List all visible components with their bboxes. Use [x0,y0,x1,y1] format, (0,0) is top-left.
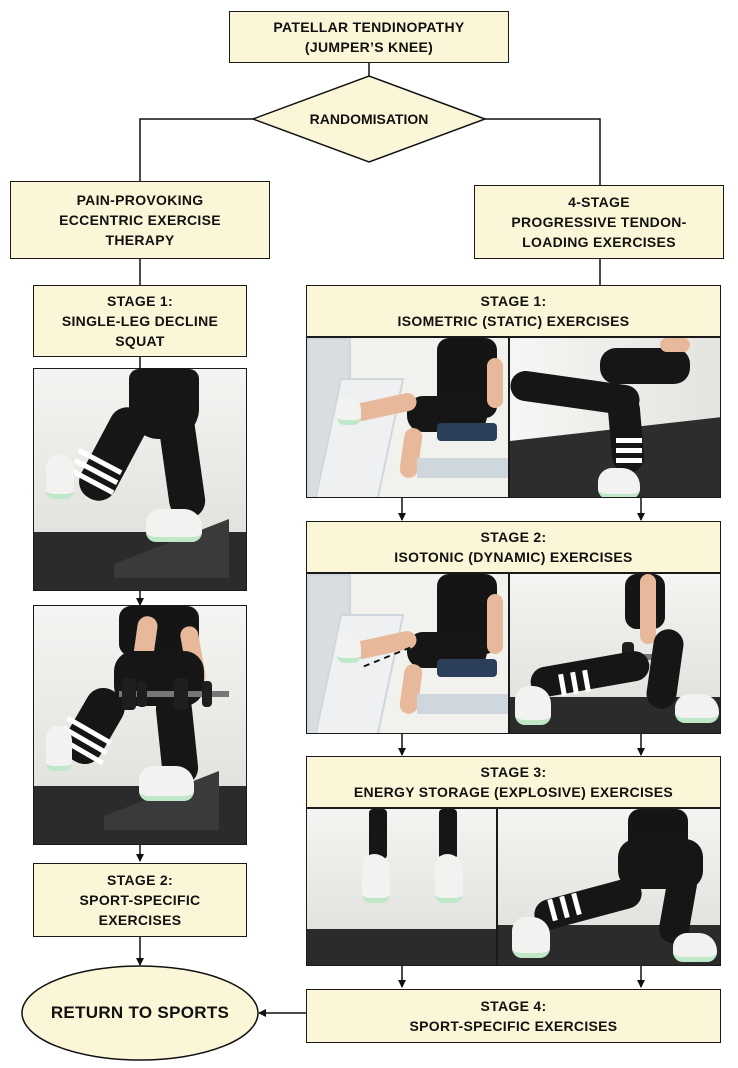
randomisation-diamond [250,75,488,163]
right-header-line1: 4-STAGE [568,194,630,210]
left-stage1-line2: SINGLE-LEG DECLINE [61,313,219,329]
left-stage2-line1: STAGE 2: [107,872,173,888]
decline-squat-photo [33,368,247,591]
right-header-line2: PROGRESSIVE TENDON- [511,214,687,230]
title-box: PATELLAR TENDINOPATHY (JUMPER’S KNEE) [229,11,509,63]
right-stage1-line2: ISOMETRIC (STATIC) EXERCISES [397,313,630,329]
right-stage4-line2: SPORT-SPECIFIC EXERCISES [409,1018,618,1034]
diamond-to-right-line [485,118,601,185]
explosive-jump-photo [306,808,497,966]
diamond-to-left-line [139,118,253,181]
right-stage3-line1: STAGE 3: [480,764,547,780]
explosive-lunge-photo [497,808,721,966]
isometric-wall-sit-photo [509,337,721,498]
right-stage3-line2: ENERGY STORAGE (EXPLOSIVE) EXERCISES [353,784,674,800]
right-stage2-line2: ISOTONIC (DYNAMIC) EXERCISES [394,549,633,565]
right-stage1-box: STAGE 1: ISOMETRIC (STATIC) EXERCISES [306,285,721,337]
left-stage2-line2: SPORT-SPECIFIC [79,892,201,908]
left-stage1-line3: SQUAT [115,333,165,349]
right-stage2-line1: STAGE 2: [480,529,547,545]
right-stage2-box: STAGE 2: ISOTONIC (DYNAMIC) EXERCISES [306,521,721,573]
isometric-leg-extension-photo [306,337,509,498]
right-stage4-box: STAGE 4: SPORT-SPECIFIC EXERCISES [306,989,721,1043]
weighted-decline-squat-photo [33,605,247,845]
left-header-line2: ECCENTRIC EXERCISE [59,212,221,228]
left-arm-header: PAIN-PROVOKING ECCENTRIC EXERCISE THERAP… [10,181,270,259]
left-header-line1: PAIN-PROVOKING [76,192,204,208]
title-line2: (JUMPER’S KNEE) [304,39,434,55]
right-stage4-line1: STAGE 4: [480,998,547,1014]
left-stage1-line1: STAGE 1: [107,293,173,309]
left-stage2-line3: EXERCISES [98,912,182,928]
right-header-line3: LOADING EXERCISES [522,234,676,250]
isotonic-leg-extension-photo [306,573,509,734]
randomisation-label: RANDOMISATION [309,111,429,127]
return-to-sports-ellipse [21,965,259,1061]
left-stage1-box: STAGE 1: SINGLE-LEG DECLINE SQUAT [33,285,247,357]
left-stage2-box: STAGE 2: SPORT-SPECIFIC EXERCISES [33,863,247,937]
return-to-sports-label: RETURN TO SPORTS [50,1003,230,1022]
isotonic-split-squat-photo [509,573,721,734]
right-stage1-line1: STAGE 1: [480,293,547,309]
left-header-line3: THERAPY [105,232,175,248]
right-stage3-box: STAGE 3: ENERGY STORAGE (EXPLOSIVE) EXER… [306,756,721,808]
right-arm-header: 4-STAGE PROGRESSIVE TENDON- LOADING EXER… [474,185,724,259]
title-line1: PATELLAR TENDINOPATHY [273,19,465,35]
